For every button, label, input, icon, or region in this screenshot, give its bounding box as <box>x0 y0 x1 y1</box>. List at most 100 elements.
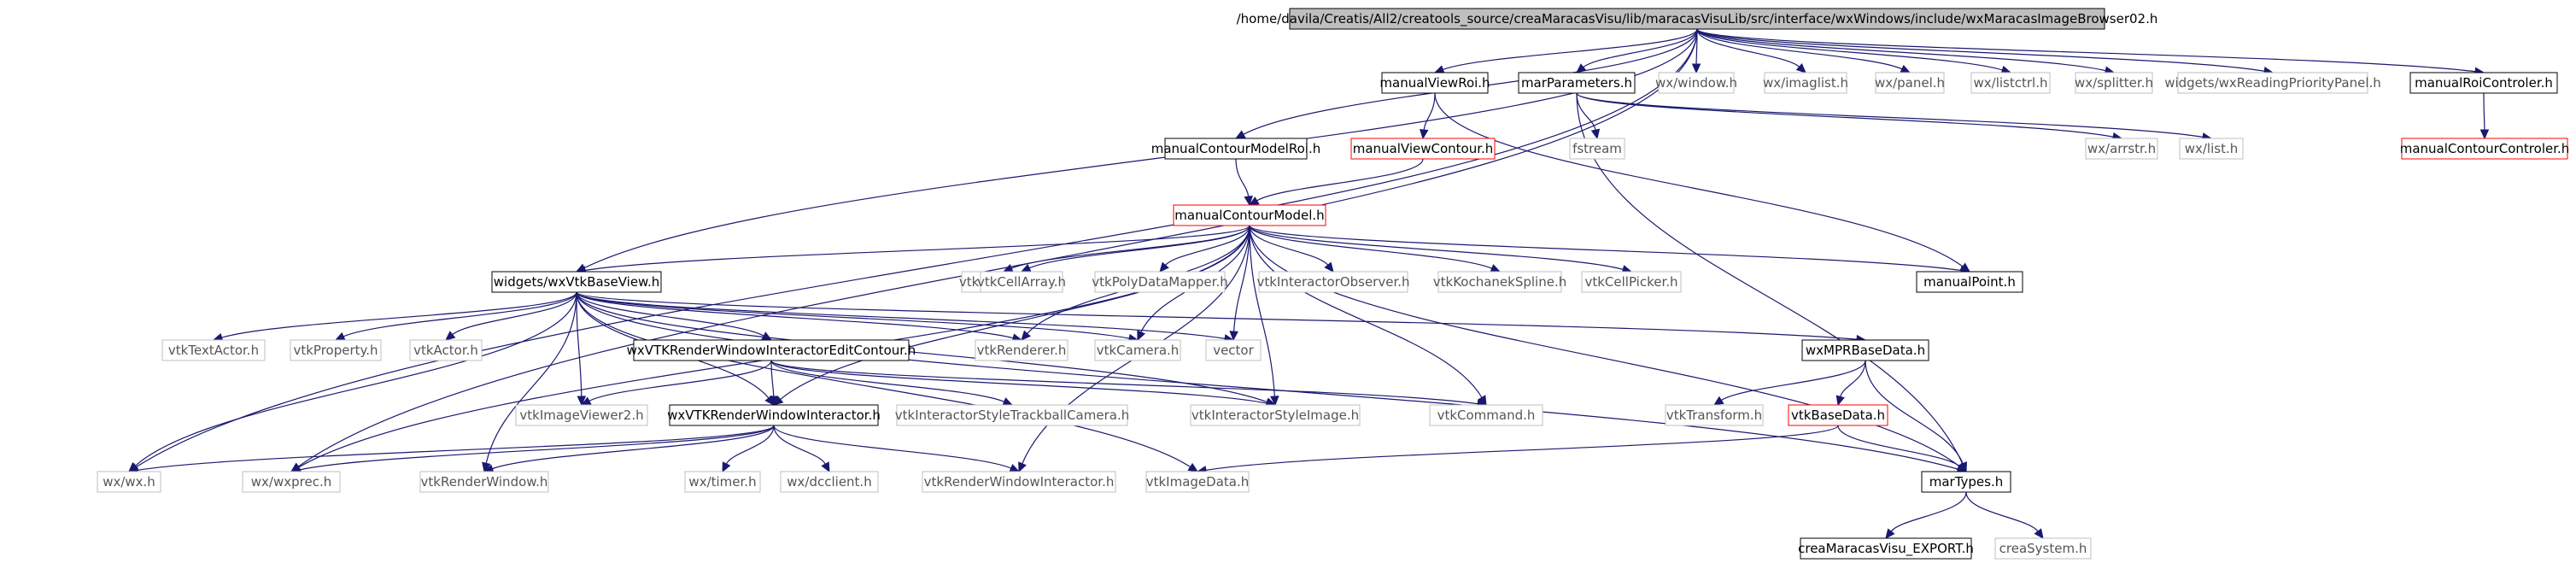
edge-root-to-mp <box>1576 28 1698 73</box>
node-wvrwi[interactable]: wxVTKRenderWindowInteractor.h <box>667 404 881 426</box>
node-label: wxVTKRenderWindowInteractor.h <box>667 408 881 423</box>
node-label: vtkCellArray.h <box>977 274 1066 290</box>
node-label: /home/davila/Creatis/All2/creatools_sour… <box>1237 11 2158 27</box>
node-label: vtkRenderer.h <box>977 343 1067 358</box>
node-mpt[interactable]: manualPoint.h <box>1916 271 2023 293</box>
edge-vbd-to-mt <box>1837 425 1967 472</box>
node-cmve[interactable]: creaMaracasVisu_EXPORT.h <box>1798 537 1974 560</box>
node-mvc[interactable]: manualViewContour.h <box>1350 138 1496 160</box>
dependency-edges <box>127 28 2490 539</box>
node-vcam: vtkCamera.h <box>1094 339 1181 361</box>
edge-mp-to-arrstr <box>1576 92 2123 142</box>
node-label: vector <box>1213 343 1254 358</box>
node-visi: vtkInteractorStyleImage.h <box>1190 404 1361 426</box>
edge-mcm-to-vpdm <box>1159 225 1250 273</box>
edge-mcm-to-vec <box>1229 225 1250 342</box>
node-label: marParameters.h <box>1521 75 1632 91</box>
node-wvbv[interactable]: widgets/wxVtkBaseView.h <box>491 271 662 293</box>
edge-root-to-mrc <box>1696 28 2485 76</box>
node-label: widgets/wxReadingPriorityPanel.h <box>2164 75 2381 91</box>
edge-mvr-to-mvc <box>1419 92 1436 140</box>
node-mp[interactable]: marParameters.h <box>1518 72 1636 94</box>
edge-wvrwi-to-vrwi <box>773 425 1021 472</box>
node-vbd[interactable]: vtkBaseData.h <box>1788 404 1888 426</box>
edge-mvc-to-mcm <box>1248 158 1424 206</box>
node-label: manualPoint.h <box>1923 274 2016 290</box>
node-label: vtkInteractorStyleImage.h <box>1191 408 1359 423</box>
node-arrstr: wx/arrstr.h <box>2085 138 2158 160</box>
edge-mcm-to-vks <box>1249 225 1502 273</box>
edge-wvbv-to-vta <box>212 291 577 343</box>
node-label: vtkTextActor.h <box>168 343 259 358</box>
node-root[interactable]: /home/davila/Creatis/All2/creatools_sour… <box>1237 8 2158 30</box>
node-mt[interactable]: marTypes.h <box>1921 471 2011 493</box>
edge-wvrwi-to-wxtimer <box>722 425 775 473</box>
node-label: vtkActor.h <box>413 343 478 358</box>
edge-mt-to-cmve <box>1885 491 1967 539</box>
edge-wvrwi-to-vrw <box>483 425 775 473</box>
node-label: manualContourControler.h <box>2400 141 2570 156</box>
node-wximg: wx/imaglist.h <box>1763 72 1848 94</box>
node-label: vtkCommand.h <box>1437 408 1536 423</box>
node-vec: vector <box>1205 339 1262 361</box>
node-label: marTypes.h <box>1929 474 2004 490</box>
edge-mcm-to-visi <box>1249 225 1279 407</box>
edge-wvrwiec-to-vcmd <box>770 360 1488 408</box>
node-label: vtkImageViewer2.h <box>519 408 643 423</box>
node-label: wx/splitter.h <box>2075 75 2153 91</box>
node-label: wxVTKRenderWindowInteractorEditContour.h <box>627 343 916 358</box>
node-label: fstream <box>1572 141 1622 156</box>
edge-wvrwiec-to-vistc <box>770 360 1014 406</box>
node-mcc[interactable]: manualContourControler.h <box>2400 138 2570 160</box>
node-label: vtkRenderWindowInteractor.h <box>924 474 1115 490</box>
node-vpdm: vtkPolyDataMapper.h <box>1092 271 1228 293</box>
node-label: wx/panel.h <box>1875 75 1945 91</box>
node-vcmd: vtkCommand.h <box>1429 404 1543 426</box>
node-label: vtkPolyDataMapper.h <box>1092 274 1227 290</box>
node-wxtimer: wx/timer.h <box>684 471 761 493</box>
node-csys: creaSystem.h <box>1994 537 2092 560</box>
node-label: wx/arrstr.h <box>2087 141 2156 156</box>
node-label: vtkCamera.h <box>1097 343 1180 358</box>
node-mcmr[interactable]: manualContourModelRoi.h <box>1151 138 1320 160</box>
node-vren: vtkRenderer.h <box>975 339 1068 361</box>
node-label: wx/listctrl.h <box>1974 75 2048 91</box>
node-wmpr[interactable]: wxMPRBaseData.h <box>1801 339 1929 361</box>
edge-mcm-to-vio <box>1249 225 1334 273</box>
edge-mp-to-wxlist <box>1576 92 2213 142</box>
node-label: manualContourModel.h <box>1174 208 1324 223</box>
edge-mcm-to-vcmd <box>1249 225 1487 407</box>
edge-mrc-to-mcc <box>2479 92 2490 140</box>
edge-wmpr-to-vtr <box>1712 360 1866 406</box>
node-label: wx/imaglist.h <box>1763 75 1848 91</box>
node-fstream: fstream <box>1569 138 1625 160</box>
node-label: wx/wxprec.h <box>251 474 331 490</box>
edge-wvrwiec-to-viv2 <box>580 360 772 406</box>
node-vrw: vtkRenderWindow.h <box>419 471 549 493</box>
node-wvrwiec[interactable]: wxVTKRenderWindowInteractorEditContour.h <box>627 339 916 361</box>
edge-wvbv-to-vid <box>576 291 1199 472</box>
edge-root-to-wxrpp <box>1696 28 2274 76</box>
node-mvr[interactable]: manualViewRoi.h <box>1379 72 1490 94</box>
node-label: vtkKochanekSpline.h <box>1433 274 1566 290</box>
edge-mt-to-csys <box>1965 491 2044 539</box>
node-label: vtkBaseData.h <box>1791 408 1885 423</box>
node-mrc[interactable]: manualRoiControler.h <box>2409 72 2558 94</box>
edge-wvbv-to-wmpr <box>576 291 1867 344</box>
node-viv2: vtkImageViewer2.h <box>515 404 648 426</box>
node-wxpanel: wx/panel.h <box>1875 72 1945 94</box>
node-vrwi: vtkRenderWindowInteractor.h <box>922 471 1116 493</box>
node-label: widgets/wxVtkBaseView.h <box>494 274 659 290</box>
edge-wvbv-to-vact <box>445 291 577 341</box>
node-label: vtkCellPicker.h <box>1584 274 1677 290</box>
node-label: wx/window.h <box>1655 75 1737 91</box>
node-mcm[interactable]: manualContourModel.h <box>1173 204 1326 226</box>
node-wxprec: wx/wxprec.h <box>242 471 341 493</box>
node-label: manualViewRoi.h <box>1379 75 1490 91</box>
node-wxwin: wx/window.h <box>1655 72 1737 94</box>
edge-wvrwi-to-wxwx <box>127 425 775 475</box>
node-label: manualRoiControler.h <box>2415 75 2553 91</box>
node-wxwx: wx/wx.h <box>97 471 161 493</box>
node-vid: vtkImageData.h <box>1145 471 1250 493</box>
node-label: wx/wx.h <box>102 474 155 490</box>
